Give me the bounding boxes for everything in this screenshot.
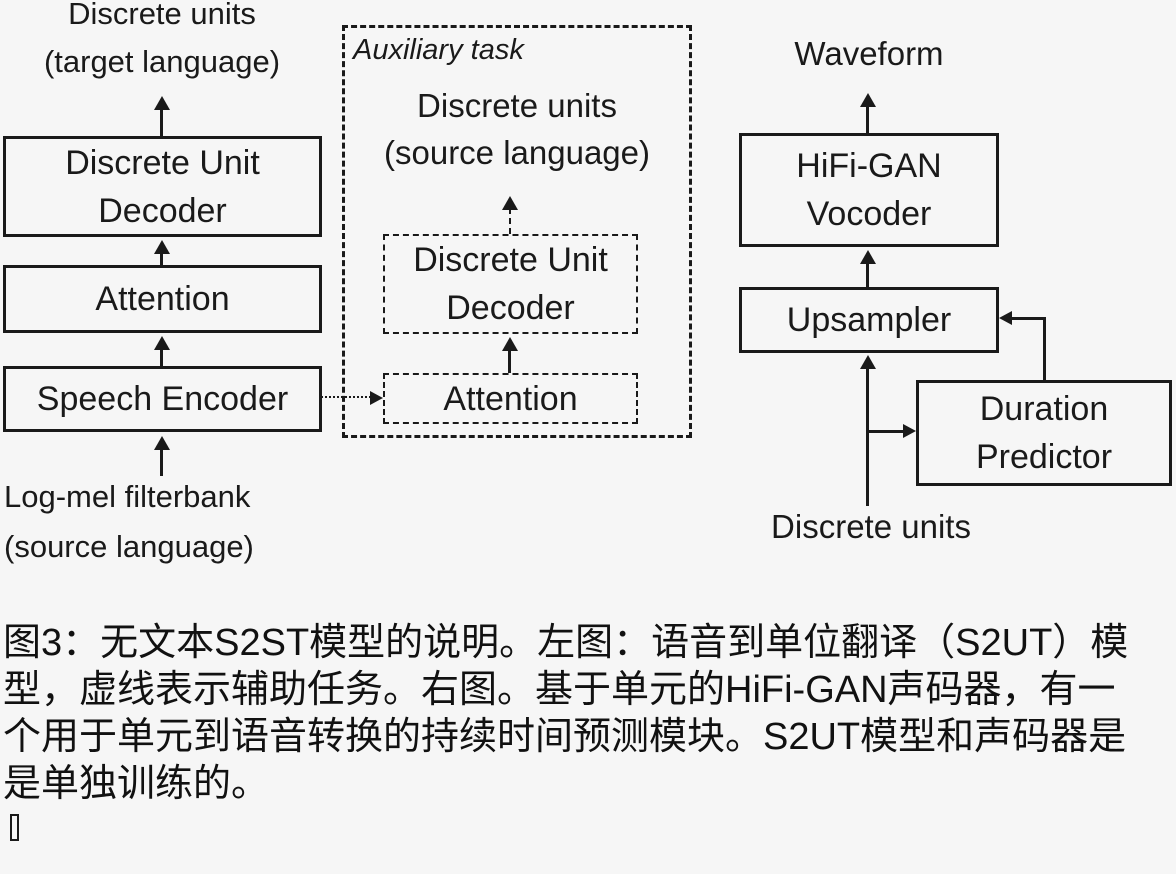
caption-line-1: 图3：无文本S2ST模型的说明。左图：语音到单位翻译（S2UT）模 <box>3 622 1129 664</box>
node-label: Discrete Unit <box>65 143 260 182</box>
node-label: Discrete Unit <box>413 241 608 279</box>
aux-units-label: Discrete units (source language) <box>342 82 692 176</box>
node-discrete-unit-decoder: Discrete Unit Decoder <box>3 136 322 237</box>
left-input-label-line2: (source language) <box>4 529 254 564</box>
arrow-attention-to-decoder-shaft <box>160 251 163 265</box>
caption-line-4: 是单独训练的。 <box>3 763 270 805</box>
caption-line-3: 个用于单元到语音转换的持续时间预测模块。S2UT模型和声码器是 <box>3 716 1127 758</box>
arrow-encoder-to-attention-icon <box>154 336 170 350</box>
aux-units-label-line1: Discrete units <box>417 87 617 124</box>
node-label: Predictor <box>975 438 1113 476</box>
node-speech-encoder: Speech Encoder <box>3 366 322 432</box>
arrow-auxdecoder-to-units-icon <box>502 196 518 210</box>
node-label: Duration <box>979 390 1109 428</box>
figure-caption: 图3：无文本S2ST模型的说明。左图：语音到单位翻译（S2UT）模 型，虚线表示… <box>3 620 1176 808</box>
auxiliary-task-title: Auxiliary task <box>353 34 524 66</box>
node-aux-discrete-unit-decoder: Discrete Unit Decoder <box>383 234 638 334</box>
arrow-decoder-to-output-icon <box>154 96 170 110</box>
node-label: Vocoder <box>806 195 932 233</box>
aux-units-label-line2: (source language) <box>384 134 650 171</box>
left-output-label-line2: (target language) <box>43 44 281 79</box>
node-label: HiFi-GAN <box>796 147 942 185</box>
arrow-units-to-upsampler-icon <box>860 355 876 369</box>
node-label: Decoder <box>446 289 575 327</box>
caption-line-2: 型，虚线表示辅助任务。右图。基于单元的HiFi-GAN声码器，有一 <box>3 669 1116 711</box>
branch-units-to-duration-icon <box>903 424 916 438</box>
waveform-label: Waveform <box>794 35 944 72</box>
right-units-label: Discrete units <box>771 508 971 545</box>
left-output-label: Discrete units (target language) <box>0 0 324 86</box>
link-duration-to-upsampler-icon <box>999 311 1012 325</box>
link-encoder-to-auxattention-icon <box>370 391 383 405</box>
arrow-units-to-upsampler-shaft <box>866 367 869 506</box>
link-duration-to-upsampler-horizontal <box>1012 317 1046 320</box>
arrow-encoder-to-attention-shaft <box>160 348 163 366</box>
link-encoder-to-auxattention-shaft <box>321 396 371 398</box>
node-duration-predictor: Duration Predictor <box>916 380 1172 486</box>
node-upsampler: Upsampler <box>739 287 999 353</box>
auxiliary-task-group <box>342 25 692 438</box>
node-hifigan-vocoder: HiFi-GAN Vocoder <box>739 133 999 247</box>
arrow-auxdecoder-to-units-shaft <box>509 208 511 234</box>
arrow-upsampler-to-hifigan-shaft <box>866 262 869 287</box>
left-output-label-line1: Discrete units <box>68 0 256 31</box>
arrow-decoder-to-output-shaft <box>160 108 163 136</box>
arrow-auxattention-to-auxdecoder-icon <box>502 337 518 351</box>
arrow-input-to-encoder-shaft <box>160 448 163 476</box>
arrow-input-to-encoder-icon <box>154 436 170 450</box>
node-aux-attention: Attention <box>383 373 638 424</box>
node-label: Upsampler <box>786 301 952 339</box>
node-label: Attention <box>95 280 230 318</box>
arrow-upsampler-to-hifigan-icon <box>860 250 876 264</box>
node-attention: Attention <box>3 265 322 333</box>
node-label: Decoder <box>98 191 227 230</box>
link-duration-to-upsampler-vertical <box>1043 318 1046 380</box>
arrow-attention-to-decoder-icon <box>154 240 170 254</box>
arrow-hifigan-to-waveform-shaft <box>866 105 869 133</box>
left-input-label: Log-mel filterbank (source language) <box>4 472 254 572</box>
node-label: Attention <box>443 379 578 418</box>
node-label: Speech Encoder <box>36 380 289 418</box>
arrow-hifigan-to-waveform-icon <box>860 93 876 107</box>
left-input-label-line1: Log-mel filterbank <box>4 479 251 514</box>
arrow-auxattention-to-auxdecoder-shaft <box>508 349 511 373</box>
missing-glyph-box <box>10 814 19 841</box>
branch-units-to-duration-shaft <box>869 430 903 433</box>
